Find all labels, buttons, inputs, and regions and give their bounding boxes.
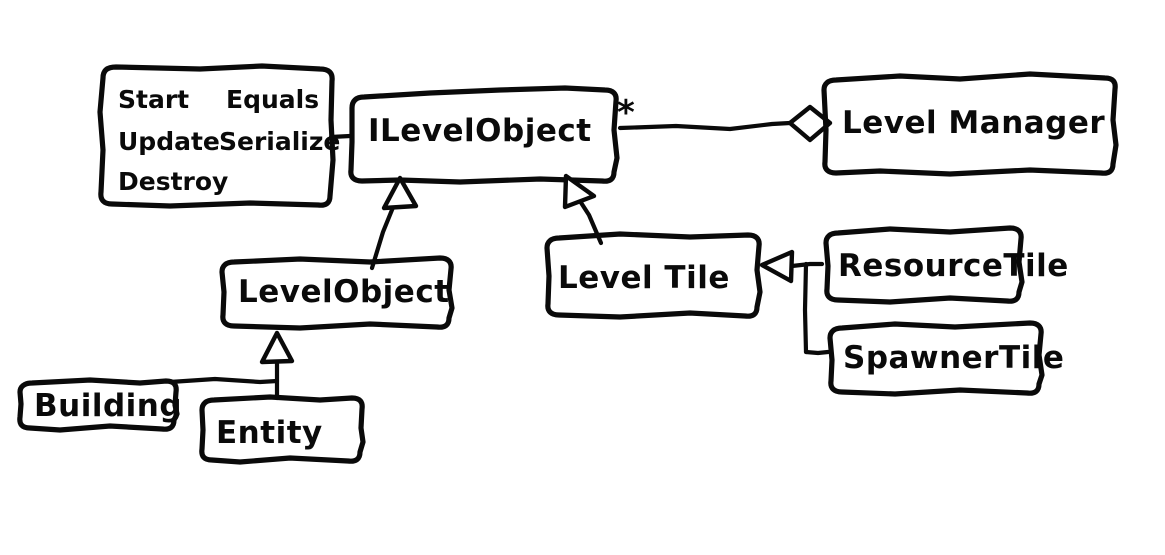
methods-note-box[interactable]: Start Update Destroy Equals Serialize (97, 63, 340, 209)
methods-note-right-1: Serialize (219, 127, 340, 156)
realization-triangle-icon-leveltile (562, 173, 597, 210)
building-box[interactable]: Building (17, 377, 182, 433)
edge-spawnertile-to-leveltile (803, 349, 831, 356)
levelmanager-label: Level Manager (842, 105, 1105, 141)
levelmanager-box[interactable]: Level Manager (821, 71, 1119, 177)
leveltile-label: Level Tile (558, 260, 730, 296)
methods-note-left-2: Destroy (118, 167, 228, 196)
ilevelobject-box[interactable]: ILevelObject (348, 85, 620, 185)
edge-tiles-trunk (802, 261, 809, 355)
resourcetile-box[interactable]: ResourceTile (823, 225, 1069, 305)
methods-note-left-0: Start (118, 85, 189, 114)
spawnertile-label: SpawnerTile (843, 340, 1064, 376)
entity-label: Entity (216, 415, 323, 451)
resourcetile-label: ResourceTile (838, 248, 1069, 284)
edge-ilevelobject-to-levelmanager (617, 120, 793, 132)
building-label: Building (34, 388, 182, 424)
leveltile-box[interactable]: Level Tile (544, 231, 763, 320)
edge-methods-to-ilevelobject (328, 133, 353, 140)
edge-building-to-levelobject (167, 376, 280, 385)
edge-levelobject-to-ilevelobject (369, 197, 399, 271)
realization-triangle-icon-levelobject (381, 175, 419, 211)
edge-resourcetile-to-leveltile (789, 261, 825, 269)
entity-box[interactable]: Entity (199, 394, 366, 465)
aggregation-diamond-icon (787, 104, 833, 143)
inheritance-triangle-icon-tiles (759, 249, 795, 284)
levelobject-box[interactable]: LevelObject (219, 255, 455, 331)
inheritance-triangle-icon-entity (259, 330, 295, 365)
spawnertile-box[interactable]: SpawnerTile (827, 320, 1064, 397)
methods-note-right-0: Equals (226, 85, 319, 114)
multiplicity-asterisk: * (617, 93, 635, 133)
levelobject-label: LevelObject (238, 274, 450, 310)
ilevelobject-label: ILevelObject (368, 113, 592, 149)
methods-note-left-1: Update (118, 127, 220, 156)
